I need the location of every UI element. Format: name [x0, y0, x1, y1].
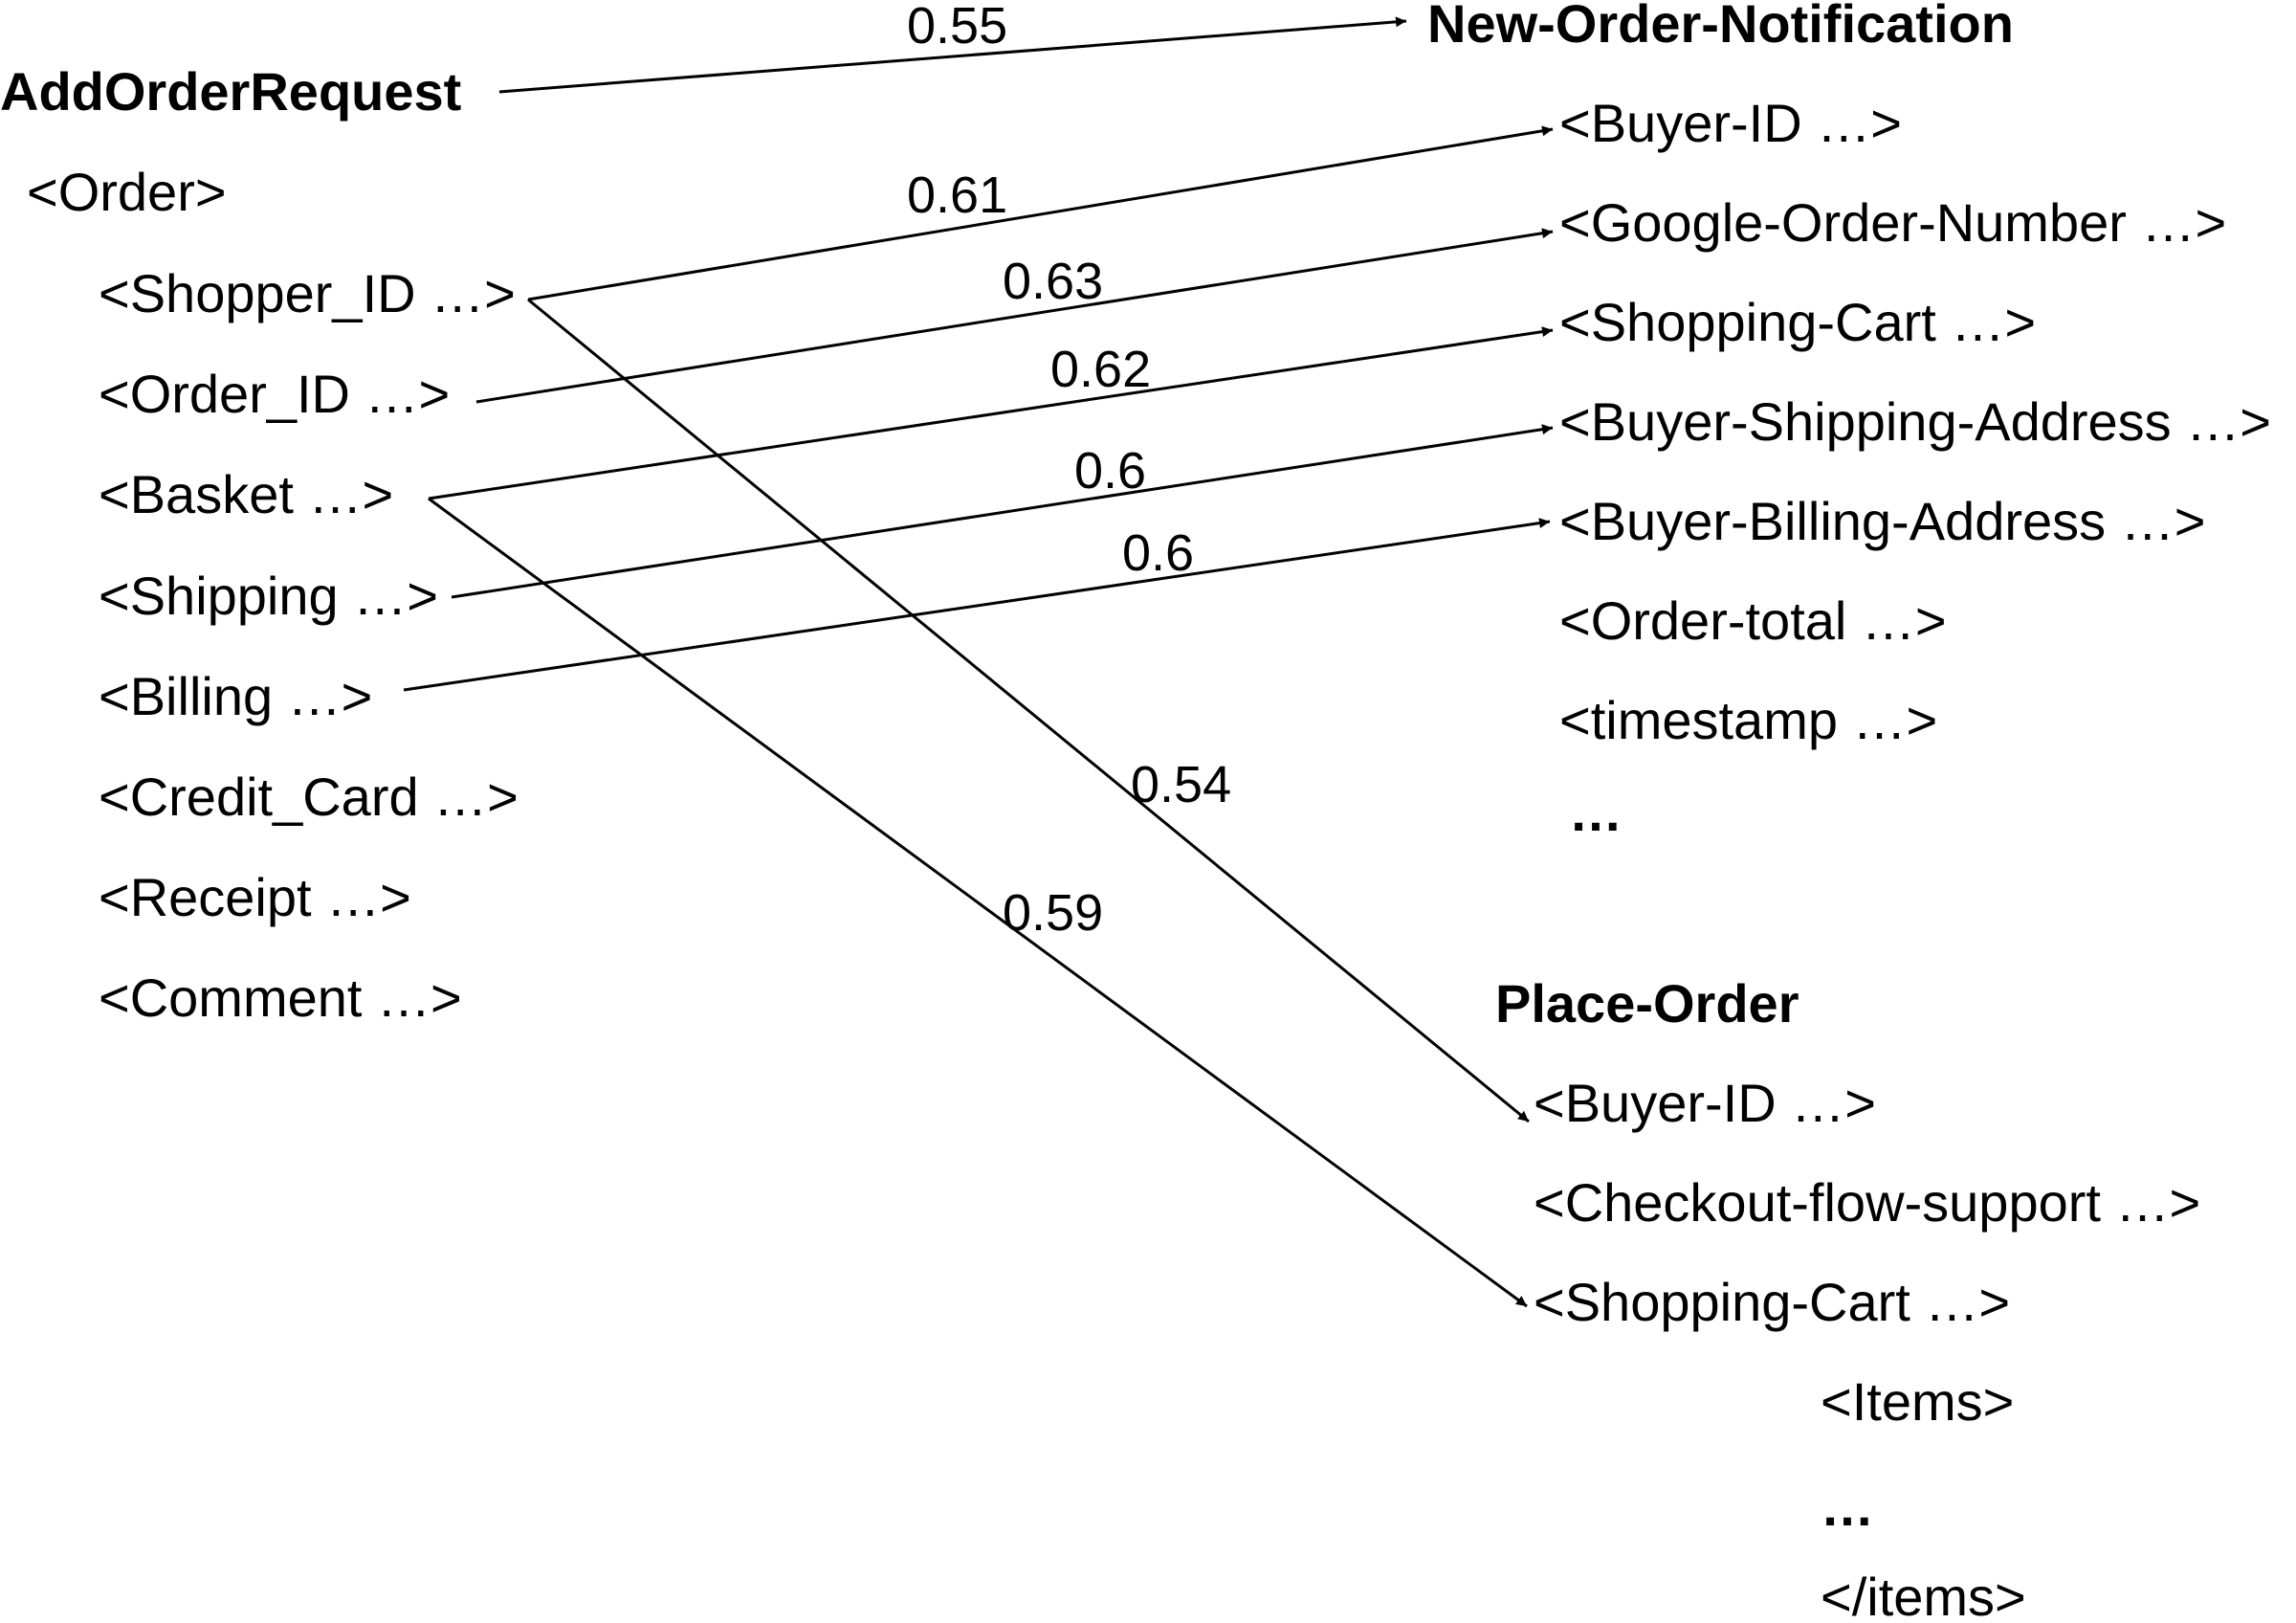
weight-label: 0.62: [1050, 341, 1151, 398]
field-google-order-number: <Google-Order-Number …>: [1559, 192, 2226, 253]
add-order-request-schema: AddOrderRequest <Order> <Shopper_ID …> <…: [0, 61, 519, 1028]
edge-basket-to-shopping-cart: [428, 326, 1554, 500]
place-order-field-buyer-id: <Buyer-ID …>: [1534, 1073, 1876, 1133]
weight-label: 0.61: [907, 167, 1007, 224]
field-receipt: <Receipt …>: [99, 867, 411, 927]
weight-label: 0.54: [1131, 756, 1231, 813]
add-order-request-title: AddOrderRequest: [0, 61, 461, 122]
items-close-tag: </items>: [1821, 1567, 2026, 1623]
field-shipping: <Shipping …>: [99, 566, 438, 626]
items-open-tag: <Items>: [1821, 1371, 2014, 1432]
field-billing: <Billing …>: [99, 666, 372, 726]
field-order-total: <Order-total …>: [1559, 590, 1947, 651]
new-order-ellipsis: …: [1569, 782, 1623, 842]
edge-shopper-id-to-place-order-buyer-id: [527, 298, 1530, 1123]
weight-label: 0.6: [1122, 524, 1194, 582]
weight-label: 0.59: [1003, 884, 1103, 942]
weight-label: 0.63: [1003, 253, 1103, 310]
edge-shipping-to-buyer-shipping-address: [451, 424, 1554, 599]
place-order-schema: Place-Order <Buyer-ID …> <Checkout-flow-…: [1495, 973, 2200, 1623]
mapping-edges: [403, 16, 1554, 1308]
place-order-field-shopping-cart: <Shopping-Cart …>: [1534, 1272, 2010, 1332]
edge-billing-to-buyer-billing-address: [403, 518, 1551, 692]
order-tag: <Order>: [27, 162, 227, 222]
place-order-field-checkout-flow-support: <Checkout-flow-support …>: [1534, 1172, 2200, 1233]
mapping-weights: 0.55 0.61 0.63 0.62 0.6 0.6 0.54 0.59: [907, 0, 1231, 942]
field-comment: <Comment …>: [99, 967, 462, 1028]
new-order-notification-title: New-Order-Notification: [1427, 0, 2014, 54]
weight-label: 0.6: [1074, 442, 1146, 500]
field-credit-card: <Credit_Card …>: [99, 767, 519, 827]
field-basket: <Basket …>: [99, 464, 393, 524]
edge-shopper-id-to-buyer-id: [527, 125, 1554, 301]
field-buyer-id: <Buyer-ID …>: [1559, 93, 1902, 153]
edge-addorderrequest-to-new-order-notification: [498, 16, 1407, 94]
field-shopping-cart: <Shopping-Cart …>: [1559, 292, 2036, 352]
edge-basket-to-place-order-shopping-cart: [428, 497, 1528, 1308]
field-timestamp: <timestamp …>: [1559, 690, 1937, 750]
weight-label: 0.55: [907, 0, 1007, 55]
items-ellipsis: …: [1821, 1477, 1874, 1537]
field-order-id: <Order_ID …>: [99, 364, 450, 424]
field-buyer-shipping-address: <Buyer-Shipping-Address …>: [1559, 391, 2271, 452]
edge-order-id-to-google-order-number: [475, 228, 1554, 404]
field-shopper-id: <Shopper_ID …>: [99, 263, 516, 323]
place-order-title: Place-Order: [1495, 973, 1799, 1034]
field-buyer-billing-address: <Buyer-Billing-Address …>: [1559, 491, 2205, 551]
new-order-notification-schema: New-Order-Notification <Buyer-ID …> <Goo…: [1427, 0, 2271, 842]
